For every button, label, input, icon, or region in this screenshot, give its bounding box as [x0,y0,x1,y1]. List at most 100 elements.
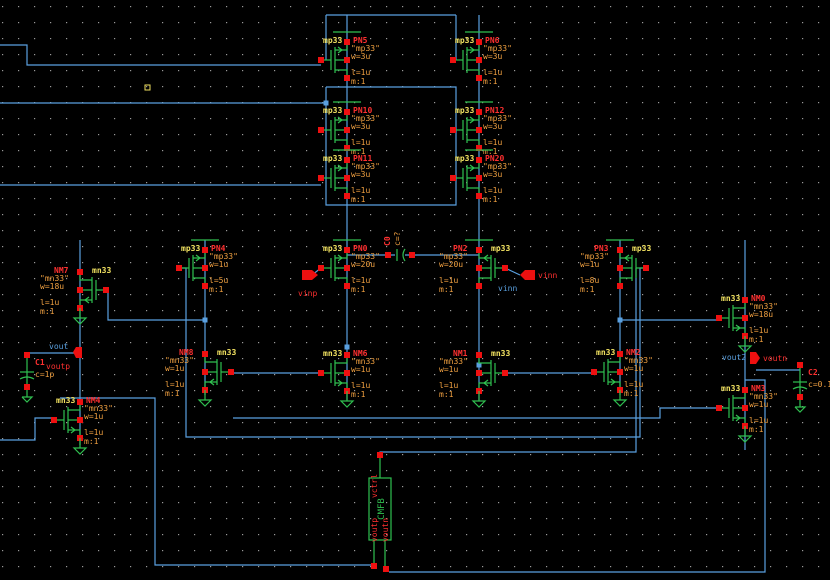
gate-pin[interactable] [103,287,109,293]
gate-pin[interactable] [318,370,324,376]
source-pin[interactable] [476,193,482,199]
source-pin[interactable] [476,145,482,151]
bulk-pin[interactable] [344,57,350,63]
drain-pin[interactable] [476,352,482,358]
drain-pin[interactable] [476,39,482,45]
cap-pin[interactable] [385,252,391,258]
gate-pin[interactable] [176,265,182,271]
pin-voutp[interactable]: vout voutp [46,342,82,371]
source-pin[interactable] [344,145,350,151]
bulk-pin[interactable] [77,287,83,293]
pin-vinn[interactable]: vinn vinn [498,270,557,293]
source-pin[interactable] [344,283,350,289]
bulk-pin[interactable] [77,417,83,423]
gate-pin[interactable] [318,265,324,271]
drain-pin[interactable] [617,351,623,357]
gate-pin[interactable] [643,265,649,271]
bulk-pin[interactable] [344,127,350,133]
bulk-pin[interactable] [344,175,350,181]
bulk-pin[interactable] [476,175,482,181]
gate-pin[interactable] [228,369,234,375]
capacitor-c2[interactable]: C2c=0.1p [792,362,830,413]
vctrl-pin[interactable] [377,452,383,458]
drain-pin[interactable] [476,247,482,253]
drain-pin[interactable] [77,399,83,405]
drain-pin[interactable] [344,157,350,163]
pin-voutn[interactable]: vout2 voutn [722,352,787,364]
source-pin[interactable] [617,283,623,289]
gate-pin[interactable] [716,405,722,411]
drain-pin[interactable] [77,269,83,275]
source-pin[interactable] [476,75,482,81]
gate-pin[interactable] [450,57,456,63]
gate-pin[interactable] [51,417,57,423]
drain-pin[interactable] [344,109,350,115]
source-pin[interactable] [202,283,208,289]
drain-pin[interactable] [202,247,208,253]
gate-pin[interactable] [318,175,324,181]
bulk-pin[interactable] [344,370,350,376]
bulk-pin[interactable] [476,57,482,63]
gate-pin[interactable] [318,127,324,133]
drain-pin[interactable] [344,352,350,358]
source-pin[interactable] [476,283,482,289]
bulk-pin[interactable] [617,265,623,271]
drain-pin[interactable] [742,297,748,303]
drain-pin[interactable] [344,39,350,45]
cap-pin[interactable] [409,252,415,258]
source-pin[interactable] [344,75,350,81]
drain-pin[interactable] [344,247,350,253]
drain-pin[interactable] [617,247,623,253]
drain-pin[interactable] [202,351,208,357]
cap-pin[interactable] [797,362,803,368]
voutp-pin[interactable] [371,563,377,569]
bulk-pin[interactable] [202,265,208,271]
gate-pin[interactable] [502,370,508,376]
drain-pin[interactable] [742,387,748,393]
voutn-pin[interactable] [383,566,389,572]
gate-pin[interactable] [318,57,324,63]
bulk-pin[interactable] [202,369,208,375]
bulk-pin[interactable] [476,370,482,376]
bulk-pin[interactable] [742,315,748,321]
bulk-pin[interactable] [742,405,748,411]
drain-pin[interactable] [476,109,482,115]
cmfb-block[interactable]: vctrl CMFB voutp voutn [368,452,392,572]
gate-pin[interactable] [716,315,722,321]
bulk-pin[interactable] [476,265,482,271]
bulk-pin[interactable] [617,369,623,375]
capacitor-c1[interactable]: C1c=1p [19,352,54,403]
cap-pin[interactable] [24,384,30,390]
bulk-pin[interactable] [344,265,350,271]
pin-vinp[interactable]: vinp [298,270,318,298]
gate-pin[interactable] [450,175,456,181]
source-pin[interactable] [344,193,350,199]
cap-pin[interactable] [797,394,803,400]
gate-pin[interactable] [591,369,597,375]
gate-pin[interactable] [450,127,456,133]
bulk-pin[interactable] [476,127,482,133]
drain-pin[interactable] [476,157,482,163]
gate-pin[interactable] [502,265,508,271]
